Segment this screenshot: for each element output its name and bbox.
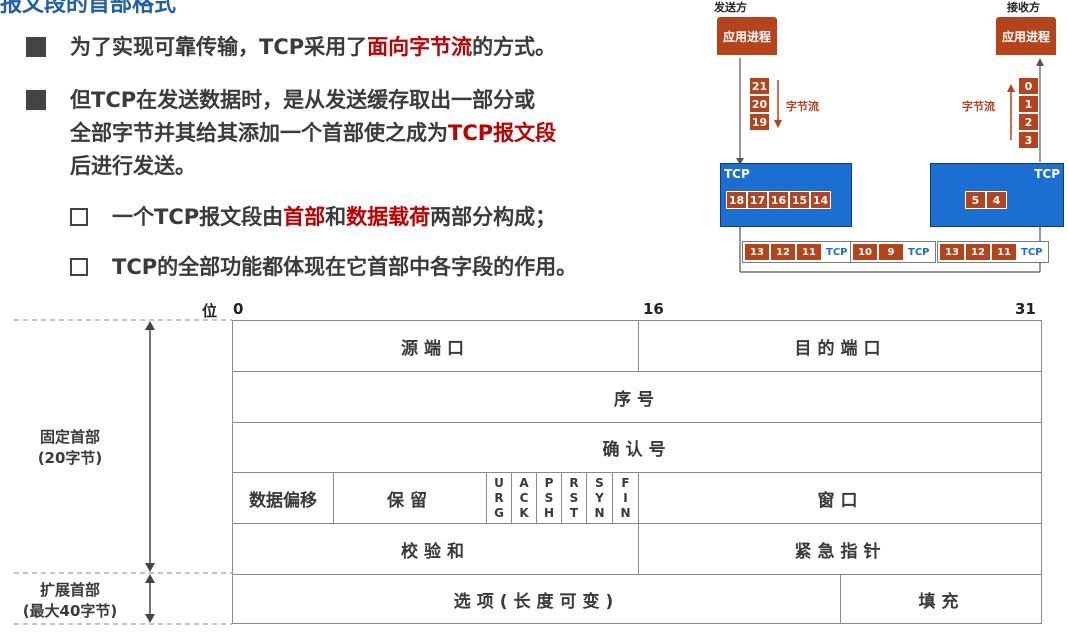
byte-cell: 5 bbox=[965, 191, 986, 209]
header-row: 源端口 目的端口 bbox=[233, 321, 1041, 372]
segment-byte: 13 bbox=[745, 244, 769, 260]
bit-label: 位 bbox=[202, 302, 218, 320]
field-reserved: 保留 bbox=[334, 473, 487, 523]
field-source-port: 源端口 bbox=[233, 321, 639, 371]
field-dest-port: 目的端口 bbox=[794, 338, 887, 359]
byte-cell: 2 bbox=[1018, 113, 1039, 131]
segment-byte: 10 bbox=[853, 244, 877, 260]
bit-number-31: 31 bbox=[1015, 300, 1036, 318]
bullet-text-2-line1: 但TCP在发送数据时，是从发送缓存取出一部分或 bbox=[70, 88, 536, 112]
tcp-label: TCP bbox=[724, 167, 750, 181]
segment-byte: 11 bbox=[797, 244, 821, 260]
bullet-square-icon bbox=[26, 90, 46, 110]
byte-cell: 3 bbox=[1018, 131, 1039, 149]
tcp-segment: 13 12 11 TCP bbox=[742, 241, 854, 263]
field-ack-number: 确认号 bbox=[602, 440, 672, 460]
byte-cell: 16 bbox=[768, 191, 789, 209]
tcp-byte-stream-diagram: 发送方 接收方 应用进程 应用进程 21 20 19 字节流 0 1 2 3 字… bbox=[700, 0, 1068, 285]
field-urgent-pointer: 紧急指针 bbox=[794, 541, 887, 562]
segment-byte: 11 bbox=[992, 244, 1016, 260]
tcp-segment: 10 9 TCP bbox=[850, 241, 936, 263]
sub-bullet-square-icon bbox=[70, 258, 88, 276]
segment-header: TCP bbox=[905, 244, 933, 260]
header-size-guides bbox=[14, 319, 232, 625]
byte-cell: 19 bbox=[749, 113, 770, 131]
receiver-app-process: 应用进程 bbox=[996, 17, 1056, 55]
byte-cell: 21 bbox=[749, 77, 770, 95]
receiver-label: 接收方 bbox=[1007, 1, 1040, 14]
byte-cell: 1 bbox=[1018, 95, 1039, 113]
segment-byte: 13 bbox=[940, 244, 964, 260]
segment-byte: 12 bbox=[966, 244, 990, 260]
byte-cell: 4 bbox=[986, 191, 1007, 209]
diagram-connectors bbox=[736, 58, 1044, 273]
header-row: 选项(长度可变) 填充 bbox=[233, 575, 1041, 623]
field-padding: 填充 bbox=[918, 591, 965, 612]
fixed-header-label: 固定首部 (20字节) bbox=[37, 428, 103, 467]
bit-number-16: 16 bbox=[643, 300, 664, 318]
field-options: 选项(长度可变) bbox=[233, 575, 841, 623]
bit-number-0: 0 bbox=[233, 300, 244, 318]
recv-buffer-bytes: 5 4 bbox=[965, 191, 1007, 209]
sub-bullet-text-2: TCP的全部功能都体现在它首部中各字段的作用。 bbox=[112, 255, 578, 279]
sender-label: 发送方 bbox=[714, 1, 747, 14]
segment-byte: 12 bbox=[771, 244, 795, 260]
byte-cell: 18 bbox=[726, 191, 747, 209]
header-row: 序号 bbox=[233, 372, 1041, 423]
field-sequence-number: 序号 bbox=[614, 389, 660, 410]
ext-header-label: 扩展首部 (最大40字节) bbox=[22, 581, 118, 620]
header-row: 确认号 bbox=[233, 423, 1041, 473]
receiver-byte-stream-label: 字节流 bbox=[962, 100, 995, 113]
field-data-offset: 数据偏移 bbox=[233, 473, 334, 523]
bullet-text-2-line2: 全部字节并其给其添加一个首部使之成为TCP报文段 bbox=[70, 121, 557, 145]
byte-cell: 20 bbox=[749, 95, 770, 113]
receiver-tcp-buffer: TCP 5 4 bbox=[930, 163, 1064, 227]
byte-cell: 0 bbox=[1018, 77, 1039, 95]
sub-bullet-square-icon bbox=[70, 208, 88, 226]
tcp-segment: 13 12 11 TCP bbox=[937, 241, 1049, 263]
send-buffer-bytes: 18 17 16 15 14 bbox=[726, 191, 831, 209]
tcp-label: TCP bbox=[1034, 167, 1060, 181]
bullet-square-icon bbox=[26, 37, 46, 57]
sender-byte-stream-label: 字节流 bbox=[786, 100, 819, 113]
segment-byte: 9 bbox=[879, 244, 903, 260]
sub-bullet-text-1: 一个TCP报文段由首部和数据载荷两部分构成； bbox=[112, 205, 557, 229]
byte-cell: 14 bbox=[810, 191, 831, 209]
receiver-byte-stack: 0 1 2 3 bbox=[1018, 77, 1039, 149]
field-checksum: 校验和 bbox=[233, 524, 639, 574]
page-title: 报文段的首部格式 bbox=[0, 0, 177, 17]
sender-tcp-buffer: TCP 18 17 16 15 14 bbox=[720, 163, 852, 227]
header-row: 校验和 紧急指针 bbox=[233, 524, 1041, 575]
bullet-text-2-line3: 后进行发送。 bbox=[70, 154, 196, 178]
byte-cell: 17 bbox=[747, 191, 768, 209]
sender-byte-stack: 21 20 19 bbox=[749, 77, 770, 131]
segment-header: TCP bbox=[823, 244, 851, 260]
byte-cell: 15 bbox=[789, 191, 810, 209]
segment-header: TCP bbox=[1018, 244, 1046, 260]
sender-app-process: 应用进程 bbox=[717, 17, 777, 55]
field-window: 窗口 bbox=[817, 490, 864, 511]
bullet-text-1: 为了实现可靠传输，TCP采用了面向字节流的方式。 bbox=[70, 35, 557, 59]
